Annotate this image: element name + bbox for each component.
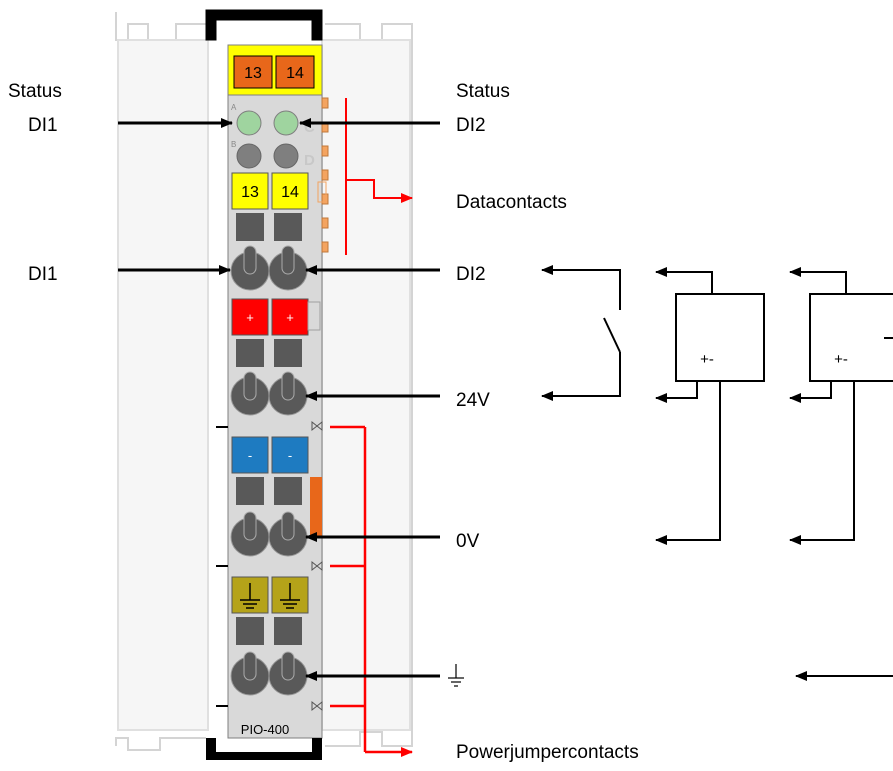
module-top-clip	[205, 9, 323, 41]
terminal-14	[271, 172, 309, 210]
top-terminal-14-label: 14	[286, 65, 304, 82]
source-2-label: +-	[834, 351, 848, 368]
top-terminal-14	[275, 55, 315, 89]
ground-symbol-2	[280, 583, 300, 609]
jumper-marks	[311, 420, 323, 712]
power-jumper-contact-orange	[310, 477, 322, 537]
powerjumpercontacts-bracket	[330, 425, 413, 757]
plus-terminal-2	[271, 298, 309, 336]
source-1-label: +-	[700, 351, 714, 368]
terminal-13	[231, 172, 269, 210]
source-1-circuit	[655, 267, 765, 545]
minus-terminal-2	[271, 436, 309, 474]
led-letter-b: B	[231, 140, 236, 149]
plus-terminal-1	[231, 298, 269, 336]
di1-label: DI1	[28, 264, 58, 285]
led-letter-a: A	[231, 103, 237, 112]
led-b2	[273, 143, 299, 169]
svg-text:⏚: ⏚	[448, 670, 467, 691]
ground-label: ⏚	[448, 664, 467, 691]
top-terminal-13	[233, 55, 273, 89]
status-led-di1	[236, 110, 262, 136]
plus-sign-1: +	[246, 310, 254, 325]
switch-circuit	[541, 265, 621, 401]
ground-symbol-1	[240, 583, 260, 609]
minus-sign-1: -	[248, 448, 252, 463]
din-rail	[115, 12, 413, 751]
status-di1-label-line2: DI1	[28, 115, 58, 136]
module-bottom-clip	[206, 738, 322, 760]
left-edge-marks	[216, 426, 228, 707]
status-di1-label-line1: Status	[8, 81, 62, 102]
minus-sign-2: -	[288, 448, 292, 463]
datacontacts-label: Datacontacts	[456, 192, 567, 213]
minus-terminal-1	[231, 436, 269, 474]
top-terminal-13-label: 13	[244, 65, 262, 82]
di2-label: DI2	[456, 264, 486, 285]
powerjumpercontacts-label: Powerjumpercontacts	[456, 742, 639, 763]
v24-label: 24V	[456, 390, 490, 411]
status-led-di2	[273, 110, 299, 136]
indicator-arrows	[118, 118, 440, 681]
terminal-13-label: 13	[241, 184, 259, 201]
terminal-14-label: 14	[281, 184, 299, 201]
source-2-circuit	[789, 267, 893, 681]
data-contact-tabs	[321, 97, 329, 253]
status-di2-label-line2: DI2	[456, 115, 486, 136]
module-model-label: PIO-400	[241, 722, 289, 737]
led-letter-d: D	[304, 152, 315, 169]
v0-label: 0V	[456, 531, 480, 552]
status-di2-label-line1: Status	[456, 81, 510, 102]
plus-sign-2: +	[286, 310, 294, 325]
io-module: 13 14 A B C D 13 14	[205, 9, 329, 760]
led-b1	[236, 143, 262, 169]
